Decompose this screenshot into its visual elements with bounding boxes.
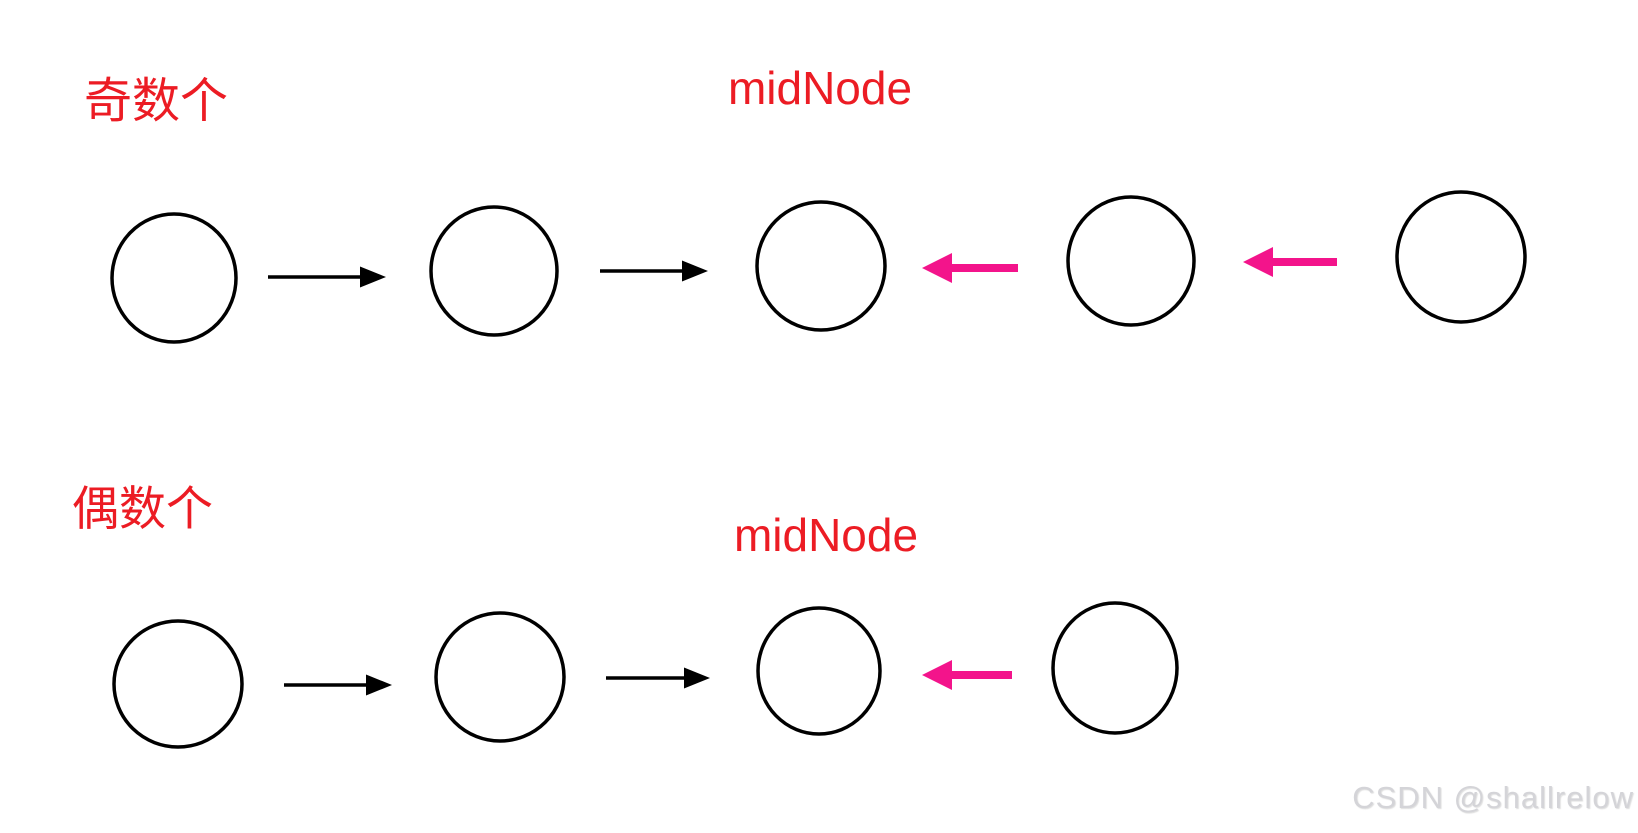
backward-pointer-arrow <box>1243 247 1337 277</box>
odd-count-label: 奇数个 <box>84 75 229 128</box>
list-node-circle <box>1395 190 1527 324</box>
list-node-circle <box>1066 195 1196 327</box>
next-pointer-arrow <box>268 266 386 288</box>
midnode-label-bottom: midNode <box>733 509 919 561</box>
backward-pointer-arrow <box>922 253 1018 283</box>
list-node-circle <box>110 212 238 344</box>
watermark: CSDN @shallrelow <box>1352 780 1634 815</box>
next-pointer-arrow <box>606 667 710 689</box>
list-node-circle <box>112 619 244 749</box>
backward-pointer-arrow <box>922 660 1012 690</box>
list-node-circle <box>434 611 566 743</box>
mid-node-circle <box>756 606 882 736</box>
mid-node-circle <box>755 200 887 332</box>
next-pointer-arrow <box>600 260 708 282</box>
midnode-label-top: midNode <box>727 62 913 114</box>
next-pointer-arrow <box>284 674 392 696</box>
list-node-circle <box>429 205 559 337</box>
even-count-label: 偶数个 <box>72 482 213 535</box>
list-node-circle <box>1051 601 1179 735</box>
